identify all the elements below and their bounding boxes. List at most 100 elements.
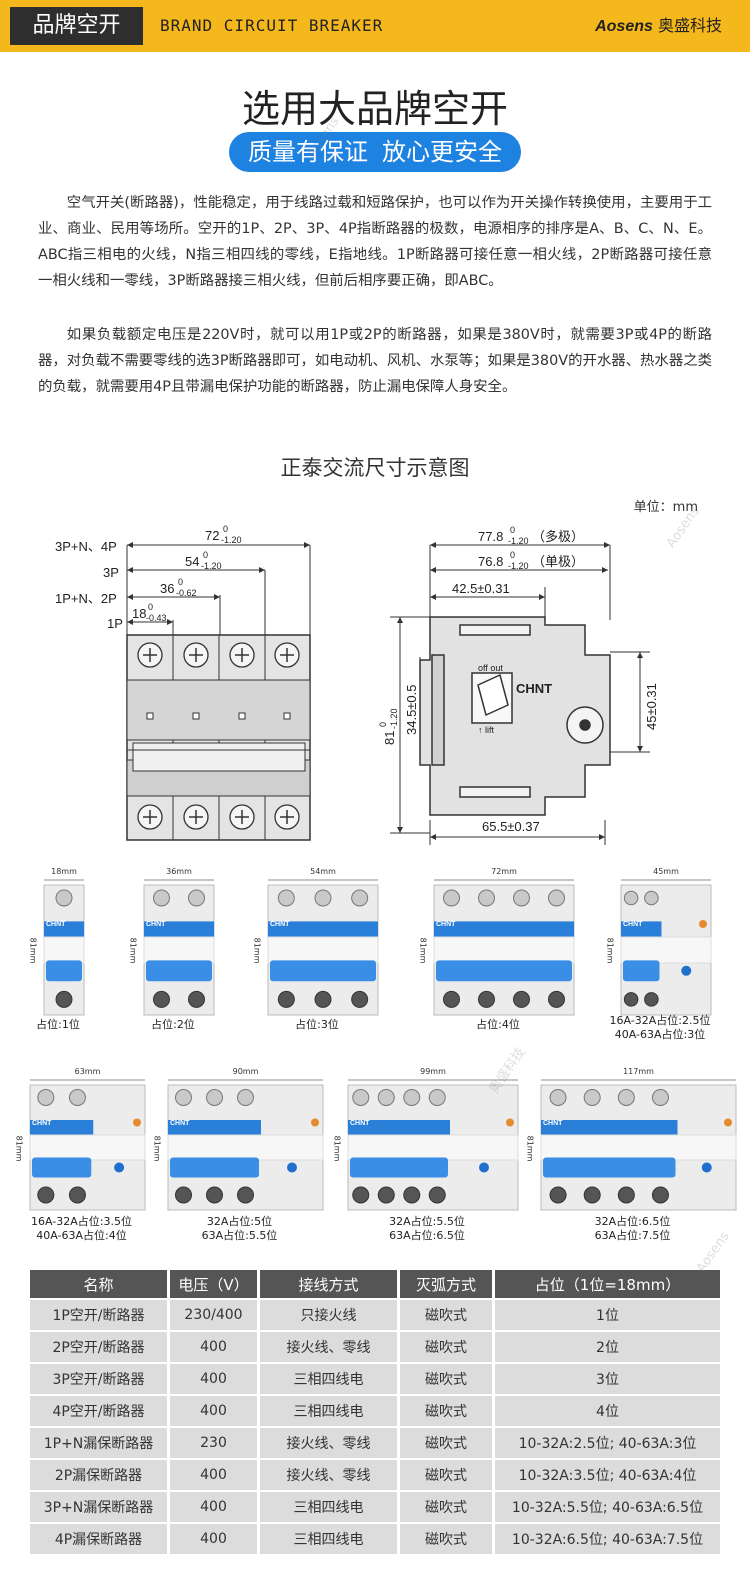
caption-line: 占位:1位 [36,1018,80,1031]
diagram-title: 正泰交流尺寸示意图 [280,456,470,480]
table-cell: 只接火线 [260,1300,400,1330]
breaker-caption: 占位:2位 [108,1018,238,1032]
dim-54: 54 [185,554,199,569]
breaker-image [540,1079,737,1211]
dim-81-tol-dn: -1.20 [389,708,399,729]
brand-cn: 奥盛科技 [657,16,722,35]
brand-logo: Aosens 奥盛科技 [595,0,722,53]
dim-36-tol-up: 0 [178,577,183,587]
table-cell: 磁吹式 [400,1364,495,1394]
pill-left-text: 质量有保证 [248,138,368,166]
breaker-photo: CHNT 45mm 81mm [605,867,715,1025]
side-logo: CHNT [516,681,552,696]
breaker-width-label: 117mm [623,1067,654,1076]
table-header-cell: 灭弧方式 [400,1270,495,1298]
table-header-cell: 接线方式 [260,1270,400,1298]
breaker-height-label: 81mm [605,937,615,964]
breaker-width-label: 72mm [491,867,517,876]
breaker-height-label: 81mm [128,937,138,964]
table-cell: 接火线、零线 [260,1428,400,1458]
breaker-brand-label: CHNT [436,921,456,929]
breaker-image [267,879,379,1016]
table-cell: 磁吹式 [400,1524,495,1554]
breaker-width-label: 36mm [166,867,192,876]
breaker-image [143,879,215,1016]
breaker-height-label: 81mm [14,1135,24,1161]
table-cell: 2P空开/断路器 [30,1332,170,1362]
breaker-height-label: 81mm [332,1135,342,1161]
breaker-brand-label: CHNT [350,1120,370,1127]
breaker-height-label: 81mm [418,937,428,964]
dim-77-8: 77.8 [478,529,503,544]
breaker-image [29,1079,146,1211]
breaker-caption: 占位:4位 [398,1018,598,1032]
caption-line: 32A占位:5.5位 [389,1215,465,1228]
guarantee-pill: 质量有保证放心更安全 [229,132,521,172]
caption-line: 占位:4位 [476,1018,520,1031]
label-1p: 1P [107,616,123,631]
unit-label: 单位：mm [633,500,698,515]
table-cell: 400 [170,1492,260,1522]
caption-line: 63A占位:6.5位 [389,1229,465,1242]
breaker-width-label: 99mm [420,1067,446,1076]
breaker-caption: 占位:3位 [232,1018,402,1032]
dim-18-tol-dn: -0.43 [146,613,167,623]
dim-18: 18 [132,606,146,621]
table-cell: 3位 [495,1364,720,1394]
pill-right-text: 放心更安全 [382,138,502,166]
table-header-cell: 名称 [30,1270,170,1298]
label-2p: 1P+N、2P [55,591,117,606]
breaker-caption: 占位:1位 [8,1018,108,1032]
top-banner: 品牌空开 BRAND CIRCUIT BREAKER Aosens 奥盛科技 [0,0,750,52]
caption-line: 63A占位:7.5位 [594,1229,671,1242]
breaker-brand-label: CHNT [623,921,643,929]
front-view-diagram: 3P+N、4P 3P 1P+N、2P 1P 72 0 -1.20 54 0 -1… [55,525,311,841]
breaker-photo: CHNT 72mm 81mm [418,867,578,1025]
intro-paragraph-2: 如果负载额定电压是220V时，就可以用1P或2P的断路器，如果是380V时，就需… [38,327,712,395]
table-cell: 400 [170,1332,260,1362]
breaker-height-label: 81mm [525,1135,535,1161]
table-cell: 400 [170,1364,260,1394]
caption-line: 40A-63A占位:4位 [36,1229,127,1242]
dim-76-8-tol-up: 0 [510,550,515,560]
brand-en: Aosens [595,18,653,35]
table-cell: 磁吹式 [400,1428,495,1458]
dim-36: 36 [160,581,174,596]
dim-45: 45±0.31 [644,683,659,730]
dim-76-8-tol-dn: -1.20 [508,561,529,571]
dim-18-tol-up: 0 [148,602,153,612]
table-cell: 三相四线电 [260,1524,400,1554]
table-cell: 10-32A:6.5位; 40-63A:7.5位 [495,1524,720,1554]
page-title: 选用大品牌空开 [241,87,508,131]
table-cell: 磁吹式 [400,1460,495,1490]
table-cell: 10-32A:2.5位; 40-63A:3位 [495,1428,720,1458]
switch-top-label: off out [478,663,503,673]
table-cell: 400 [170,1460,260,1490]
dim-76-8: 76.8 [478,554,503,569]
table-cell: 三相四线电 [260,1396,400,1426]
dim-54-tol-up: 0 [203,550,208,560]
breaker-width-label: 45mm [653,867,679,876]
dim-36-tol-dn: -0.62 [176,588,197,598]
breaker-image [347,1079,519,1211]
breaker-brand-label: CHNT [270,921,290,929]
breaker-image [620,879,712,1016]
table-header-cell: 电压（V） [170,1270,260,1298]
table-header-cell: 占位（1位=18mm） [495,1270,720,1298]
dim-81: 81 [382,731,397,745]
banner-english-title: BRAND CIRCUIT BREAKER [160,16,384,35]
table-cell: 10-32A:5.5位; 40-63A:6.5位 [495,1492,720,1522]
